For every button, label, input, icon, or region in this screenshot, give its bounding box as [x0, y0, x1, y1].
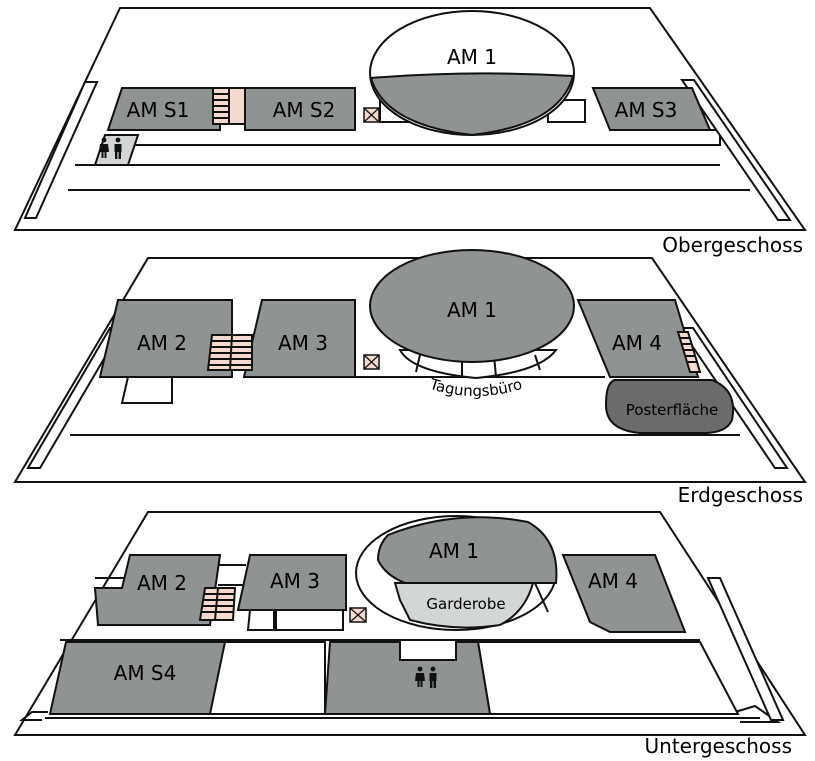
room-label: AM S4	[114, 661, 177, 685]
room-label: AM S1	[127, 98, 190, 122]
room-white-2	[476, 641, 740, 715]
room-am-s1[interactable]	[106, 87, 221, 131]
room-label: AM 1	[447, 298, 497, 322]
floor-label: Untergeschoss	[645, 734, 793, 758]
floor-obergeschoss: AM 1 AM S1 AM S2 AM S3 Obergeschoss	[13, 7, 807, 257]
room-label: AM 4	[612, 331, 662, 355]
side-wall-right	[680, 79, 792, 221]
room-small-box	[120, 376, 173, 404]
room-white-1	[209, 641, 326, 715]
elevator-icon	[349, 607, 367, 623]
poster-area[interactable]	[604, 379, 734, 435]
room-label: AM 1	[447, 45, 497, 69]
room-am-4[interactable]	[561, 554, 687, 633]
room-am-3[interactable]	[236, 554, 347, 611]
stairs-icon	[676, 331, 702, 373]
room-small-box	[275, 609, 344, 631]
stairs-icon	[198, 587, 237, 621]
room-restroom-block	[323, 641, 492, 715]
room-am-1-ground[interactable]	[369, 249, 575, 380]
room-label: AM 4	[588, 569, 638, 593]
room-label: AM S3	[615, 98, 678, 122]
restroom-icon	[99, 137, 122, 159]
elevator-icon	[363, 107, 380, 123]
floor-erdgeschoss: AM 1 AM 2 AM 3 AM 4 Posterfläche Tagungs…	[13, 249, 807, 507]
side-wall-left	[23, 81, 99, 219]
side-wall-right	[706, 577, 785, 721]
room-label: AM 2	[137, 331, 187, 355]
side-wall-right	[678, 327, 789, 469]
room-am-1-basement[interactable]	[355, 515, 558, 631]
restroom-icon	[415, 666, 437, 688]
garderobe-area[interactable]	[393, 582, 535, 629]
stairs-icon	[212, 87, 246, 125]
room-am-2[interactable]	[93, 554, 222, 626]
room-label: AM 3	[270, 569, 320, 593]
room-label: AM 2	[137, 571, 187, 595]
stairs-icon	[206, 334, 253, 371]
room-am-s4[interactable]	[48, 641, 227, 715]
room-am-s3[interactable]	[591, 87, 712, 131]
poster-area-label: Posterfläche	[626, 401, 718, 419]
room-small-box	[246, 609, 275, 631]
floor-untergeschoss: AM 1 AM 2 AM 3 AM 4 AM S4 Garderobe Unte…	[13, 511, 807, 758]
room-am-2[interactable]	[98, 299, 233, 378]
room-label: AM 1	[429, 539, 479, 563]
elevator-icon	[363, 354, 380, 370]
garderobe-label: Garderobe	[426, 595, 505, 613]
room-am-4[interactable]	[576, 299, 700, 378]
floor-label: Erdgeschoss	[678, 483, 803, 507]
floor-label: Obergeschoss	[662, 233, 803, 257]
room-label: AM 3	[278, 331, 328, 355]
room-am-1-top[interactable]	[369, 10, 586, 137]
room-label: AM S2	[273, 98, 336, 122]
